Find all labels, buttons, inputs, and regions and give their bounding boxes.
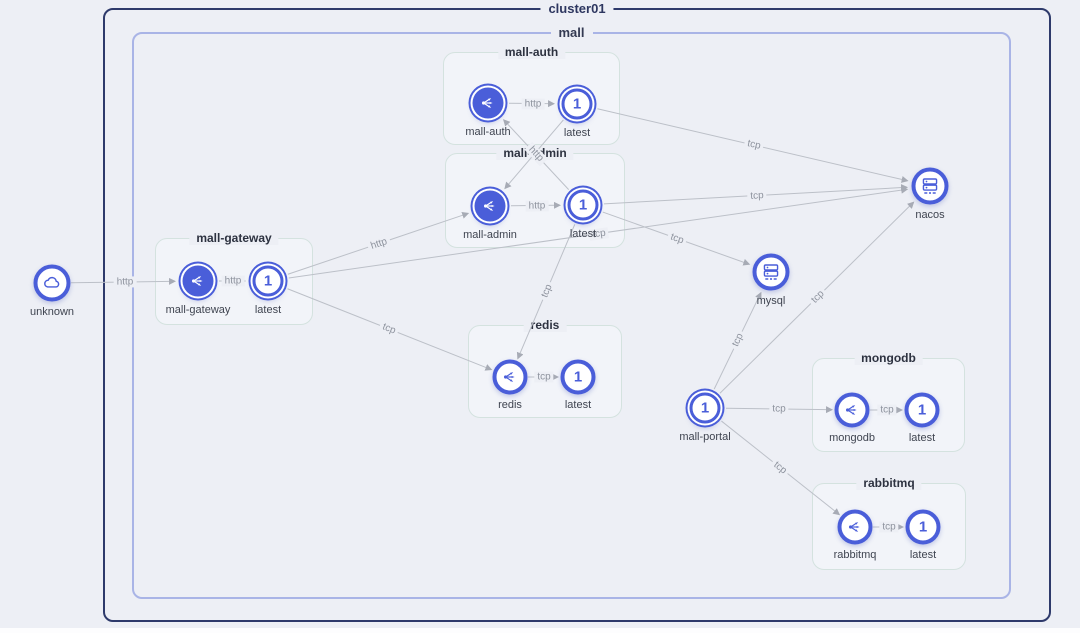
edge-mall-admin-latest-to-mall-auth-svc[interactable]: [502, 119, 570, 190]
bottom-bar: [0, 628, 1080, 633]
service-icon: [501, 368, 520, 387]
edge-unknown-to-mall-gateway-svc[interactable]: [70, 277, 177, 285]
service-icon: [189, 272, 208, 291]
cluster-label: cluster01: [540, 1, 614, 16]
node-label: nacos: [915, 209, 945, 221]
node-label: mall-gateway: [165, 304, 231, 316]
edge-mall-portal-to-mongodb-svc[interactable]: [725, 406, 834, 414]
replica-count-badge: 1: [700, 399, 710, 417]
node-label: mall-portal: [679, 431, 731, 443]
node-label: latest: [563, 127, 591, 139]
node-label: latest: [564, 399, 592, 411]
group-title-mall-gateway: mall-gateway: [189, 231, 279, 245]
edge-mall-portal-to-nacos[interactable]: [719, 201, 915, 394]
node-label: mall-admin: [463, 229, 517, 241]
replica-count-badge: 1: [917, 401, 927, 419]
node-label: mall-auth: [465, 126, 511, 138]
service-icon: [846, 518, 865, 537]
node-label: latest: [254, 304, 282, 316]
namespace-box: mall: [132, 25, 1011, 599]
node-label: mysql: [756, 295, 786, 307]
node-label: rabbitmq: [833, 549, 877, 561]
replica-count-badge: 1: [573, 368, 583, 386]
group-title-mongodb: mongodb: [854, 351, 923, 365]
replica-count-badge: 1: [263, 272, 273, 290]
group-title-mall-auth: mall-auth: [497, 45, 566, 59]
edge-mall-admin-latest-to-nacos[interactable]: [603, 184, 909, 205]
edge-mall-admin-latest-to-mysql[interactable]: [602, 211, 751, 266]
edge-mall-portal-to-mysql[interactable]: [713, 291, 762, 390]
server-stack-icon: [761, 262, 782, 283]
group-mongodb[interactable]: mongodb: [812, 351, 965, 452]
node-label: latest: [569, 228, 597, 240]
node-label: latest: [909, 549, 937, 561]
namespace-label: mall: [550, 25, 593, 40]
edge-mall-gateway-latest-to-redis-svc[interactable]: [287, 288, 493, 371]
server-stack-icon: [920, 176, 941, 197]
edge-mall-portal-to-rabbitmq-svc[interactable]: [721, 420, 841, 516]
replica-count-badge: 1: [578, 196, 588, 214]
cluster-box: cluster01 mall: [103, 1, 1051, 622]
cloud-icon: [42, 273, 63, 294]
node-label: mongodb: [829, 432, 875, 444]
replica-count-badge: 1: [572, 95, 582, 113]
service-icon: [479, 94, 498, 113]
node-label: unknown: [29, 306, 75, 318]
group-title-redis: redis: [523, 318, 567, 332]
node-label: latest: [908, 432, 936, 444]
service-icon: [481, 197, 500, 216]
replica-count-badge: 1: [918, 518, 928, 536]
service-icon: [843, 401, 862, 420]
node-label: redis: [498, 399, 522, 411]
group-title-rabbitmq: rabbitmq: [856, 476, 922, 490]
edge-mall-auth-latest-to-nacos[interactable]: [597, 108, 909, 183]
